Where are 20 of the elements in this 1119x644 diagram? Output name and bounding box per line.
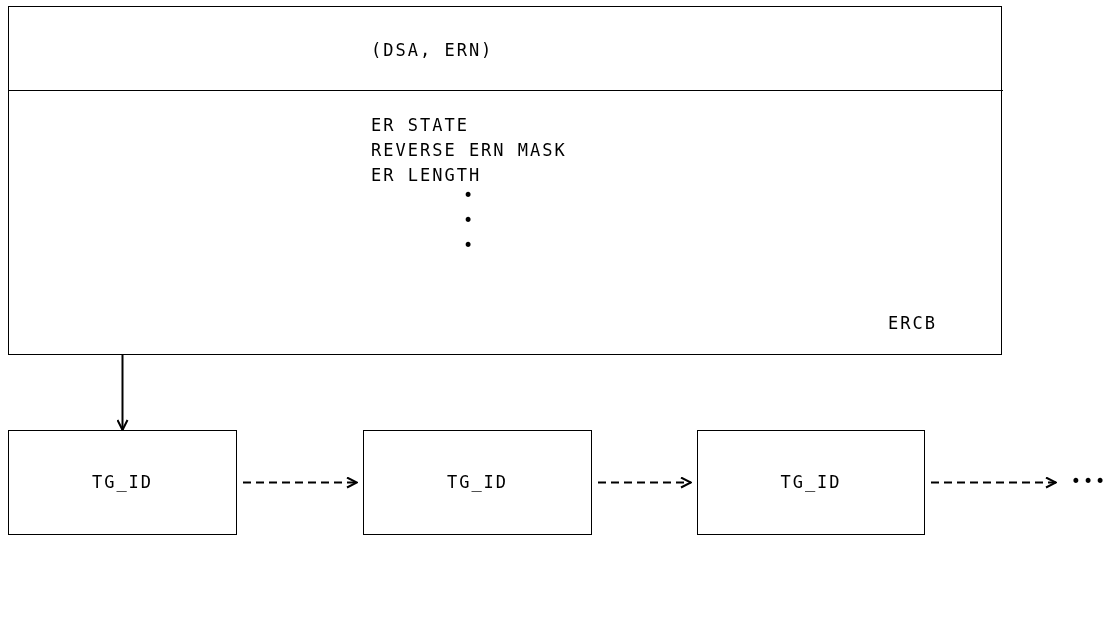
arrow: [116, 354, 129, 431]
field-name: REVERSE ERN MASK: [371, 139, 567, 162]
node-label: TG_ID: [91, 470, 154, 494]
box-label: ERCB: [888, 311, 937, 335]
arrow: [597, 476, 692, 489]
arrow: [930, 476, 1057, 489]
field-name: ER LENGTH: [371, 164, 482, 187]
node-label: TG_ID: [446, 470, 509, 494]
ellipsis-dot: •: [463, 184, 476, 207]
ellipsis-dot: •: [463, 209, 476, 232]
record-box: [363, 430, 592, 535]
record-box: [8, 430, 237, 535]
control-block-box: [8, 6, 1002, 355]
node-label: TG_ID: [780, 470, 842, 494]
ellipsis-dot: •: [463, 234, 476, 257]
key-label: (DSA, ERN): [371, 39, 494, 62]
continuation-dots: •••: [1070, 470, 1108, 494]
record-box: [697, 430, 925, 535]
field-name: ER STATE: [371, 114, 469, 137]
arrow: [242, 476, 358, 489]
